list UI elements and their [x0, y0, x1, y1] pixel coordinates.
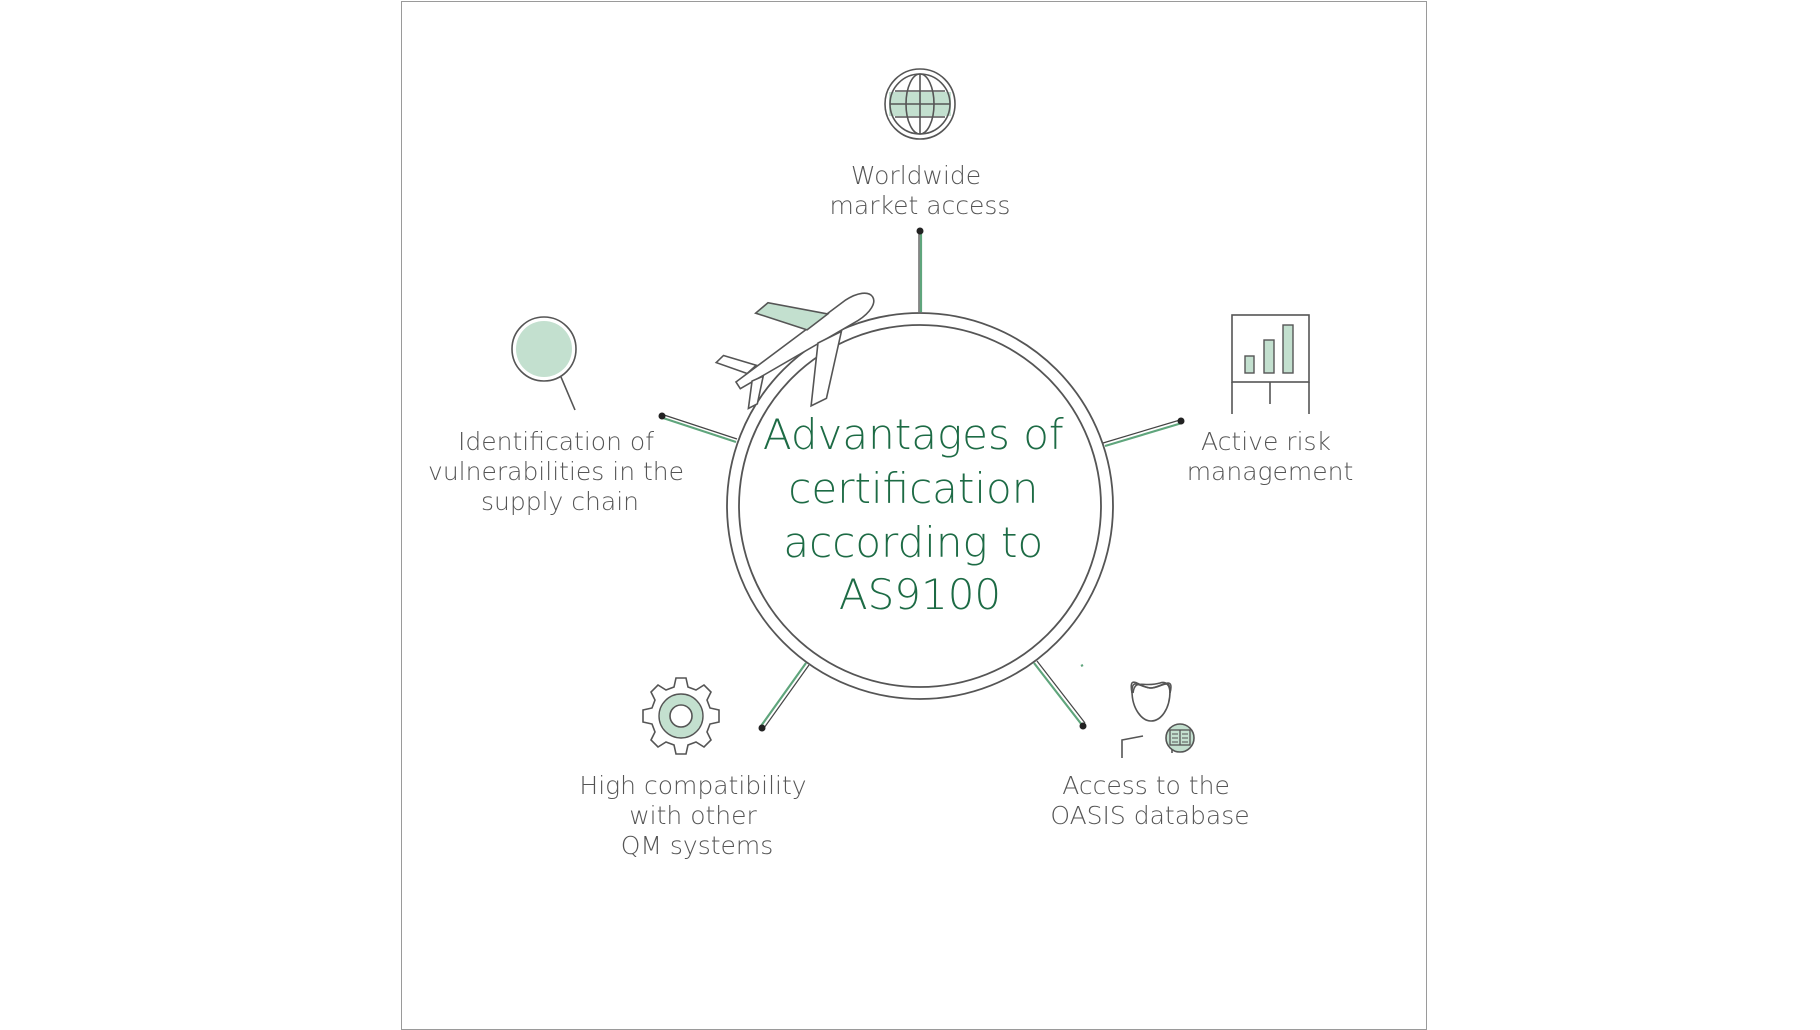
spoke-compat — [758, 662, 810, 732]
label-risk: Active risk management — [1187, 427, 1354, 486]
label-worldwide-line-1: Worldwide — [851, 161, 981, 190]
label-vuln-line-3: supply chain — [481, 487, 639, 516]
spoke-vuln — [658, 412, 738, 444]
center-title-line-2: certification — [788, 464, 1038, 513]
spoke-oasis — [1033, 660, 1087, 730]
user-database-icon — [1121, 681, 1195, 758]
label-oasis: Access to the OASIS database — [1050, 771, 1249, 830]
label-oasis-line-2: OASIS database — [1050, 801, 1249, 830]
label-compat-line-3: QM systems — [621, 831, 774, 860]
spoke-worldwide — [916, 227, 924, 312]
label-oasis-line-1: Access to the — [1062, 771, 1230, 800]
label-risk-line-1: Active risk — [1201, 427, 1331, 456]
bar-chart-board-icon — [1231, 314, 1310, 414]
label-risk-line-2: management — [1187, 457, 1354, 486]
central-ring — [726, 312, 1114, 700]
label-compat: High compatibility with other QM systems — [579, 771, 814, 860]
diagram-frame — [401, 1, 1427, 1030]
gear-icon — [642, 677, 720, 755]
label-worldwide: Worldwide market access — [830, 161, 1011, 220]
label-compat-line-2: with other — [629, 801, 757, 830]
spoke-risk — [1102, 417, 1185, 448]
center-title-line-3: according to — [783, 518, 1043, 567]
label-compat-line-1: High compatibility — [579, 771, 806, 800]
center-title-line-1: Advantages of — [763, 410, 1064, 459]
center-title: Advantages of certification according to… — [763, 410, 1077, 619]
magnifier-icon — [511, 316, 577, 411]
label-worldwide-line-2: market access — [830, 191, 1011, 220]
label-vuln-line-2: vulnerabilities in the — [428, 457, 684, 486]
airplane-icon — [714, 292, 875, 410]
globe-icon — [884, 68, 956, 140]
label-vuln-line-1: Identification of — [458, 427, 654, 456]
center-title-line-4: AS9100 — [839, 570, 1001, 619]
label-vuln: Identification of vulnerabilities in the… — [428, 427, 692, 516]
